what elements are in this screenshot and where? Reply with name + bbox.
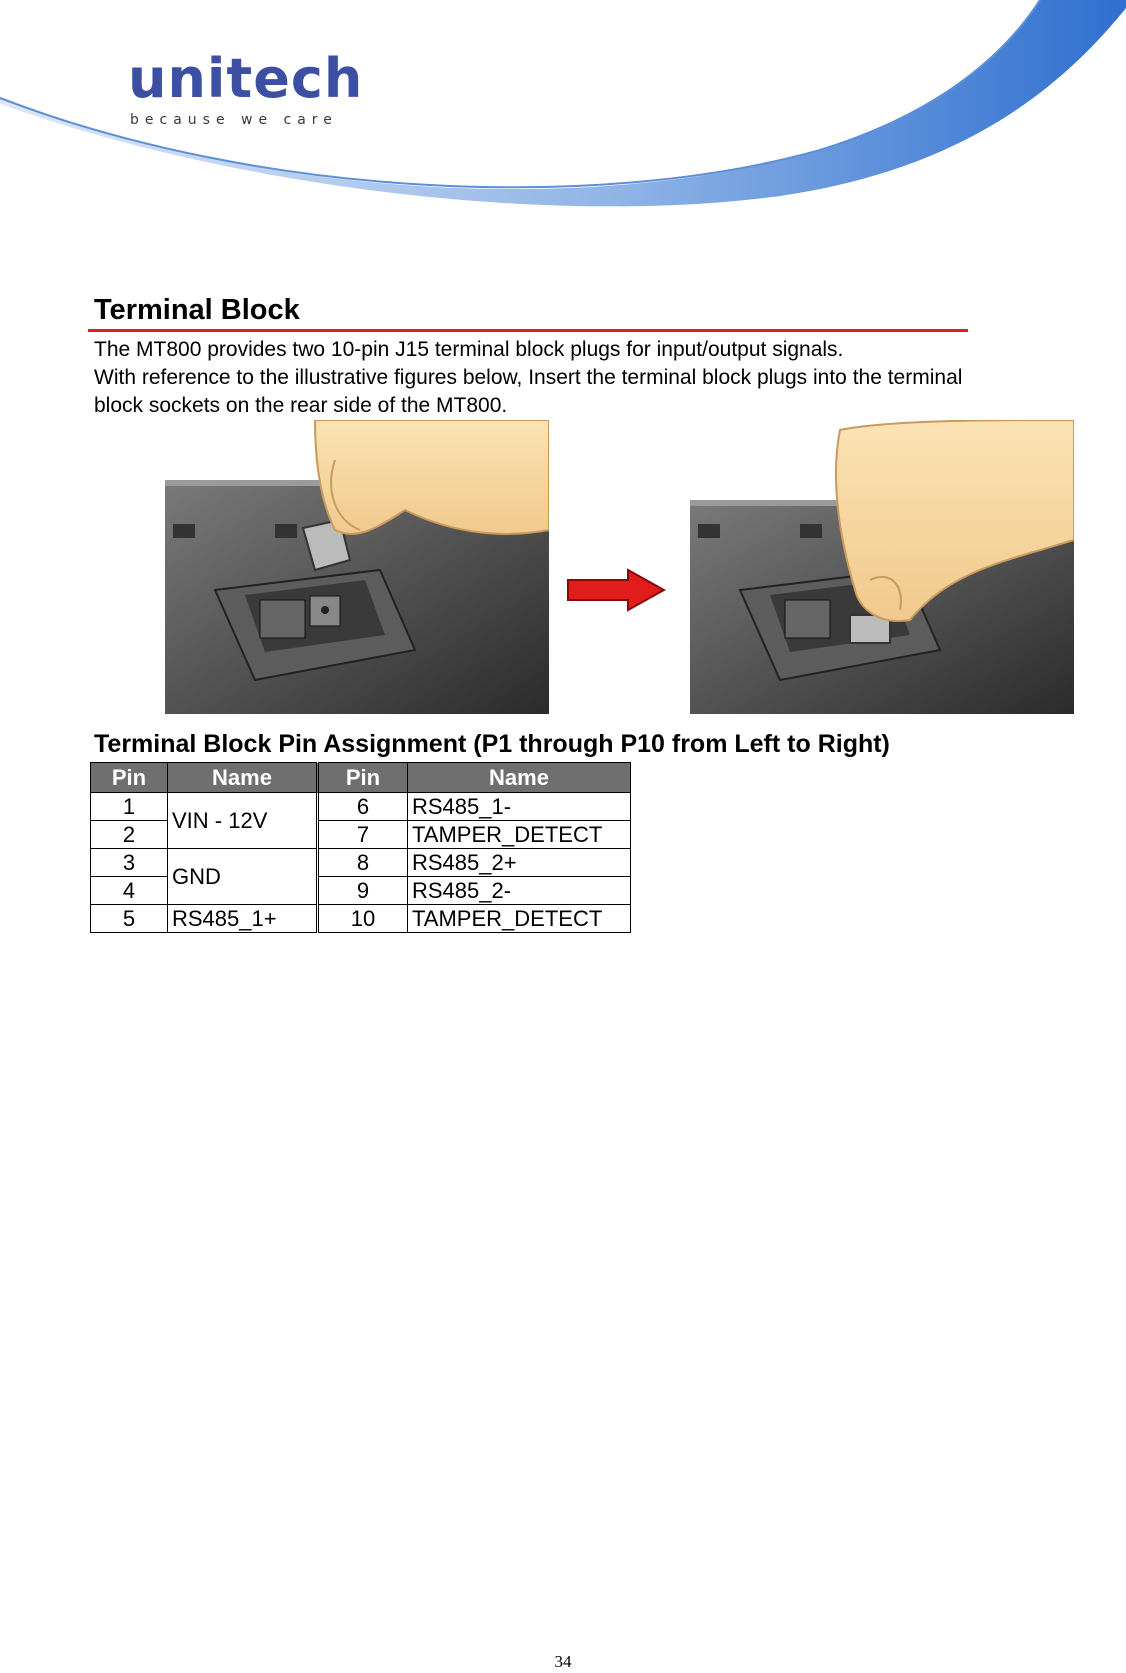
section-title: Terminal Block — [94, 294, 300, 326]
title-underline — [88, 329, 968, 332]
logo-tagline: because we care — [130, 112, 338, 128]
pin-name: RS485_2+ — [407, 848, 631, 877]
pin-number: 1 — [90, 792, 168, 821]
pin-name: RS485_2- — [407, 876, 631, 905]
table-row: 3 GND 8 RS485_2+ — [90, 848, 631, 905]
table-row: 5 RS485_1+ 10 TAMPER_DETECT — [90, 904, 631, 933]
intro-paragraph-line-2: With reference to the illustrative figur… — [94, 366, 963, 389]
pin-name: TAMPER_DETECT — [407, 820, 631, 849]
page-number: 34 — [554, 1652, 572, 1671]
arrow-right-icon — [567, 568, 666, 612]
figure-plug-inserted — [690, 420, 1074, 714]
header-swoosh — [0, 0, 1126, 207]
intro-paragraph-line-1: The MT800 provides two 10-pin J15 termin… — [94, 338, 844, 361]
pin-name: VIN - 12V — [167, 792, 319, 849]
pin-number: 8 — [317, 848, 408, 877]
pin-number: 4 — [90, 876, 168, 905]
pin-number: 3 — [90, 848, 168, 877]
intro-paragraph-line-3: block sockets on the rear side of the MT… — [94, 394, 508, 417]
table-row: 1 VIN - 12V 6 RS485_1- — [90, 792, 631, 849]
pin-assignment-table: Pin Name Pin Name 1 VIN - 12V 6 RS485_1-… — [90, 762, 631, 933]
pin-number: 7 — [317, 820, 408, 849]
pin-name: GND — [167, 848, 319, 905]
table-header-row: Pin Name Pin Name — [90, 762, 631, 793]
column-header-pin-left: Pin — [90, 762, 168, 793]
pin-name: RS485_1- — [407, 792, 631, 821]
pin-number: 9 — [317, 876, 408, 905]
pin-number: 10 — [317, 904, 408, 933]
logo-wordmark: unitech — [128, 47, 364, 110]
pin-number: 5 — [90, 904, 168, 933]
pin-name: TAMPER_DETECT — [407, 904, 631, 933]
unitech-logo: unitech because we care — [128, 47, 364, 129]
column-header-name-left: Name — [167, 762, 319, 793]
pin-table-title: Terminal Block Pin Assignment (P1 throug… — [94, 730, 890, 758]
figure-plug-before-insert — [165, 420, 549, 714]
column-header-pin-right: Pin — [317, 762, 408, 793]
pin-number: 2 — [90, 820, 168, 849]
column-header-name-right: Name — [407, 762, 631, 793]
pin-name: RS485_1+ — [167, 904, 319, 933]
pin-number: 6 — [317, 792, 408, 821]
